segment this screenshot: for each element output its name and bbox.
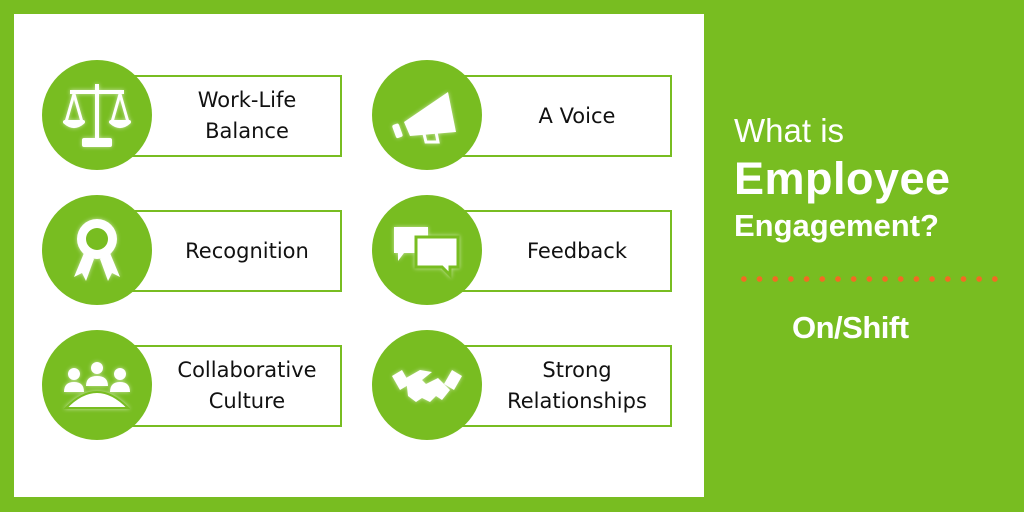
- dotted-divider: [736, 276, 1002, 282]
- headline-panel: What is Employee Engagement? On/Shift: [704, 0, 1024, 512]
- icon-circle: [42, 60, 152, 170]
- item-label: Feedback: [526, 238, 627, 263]
- headline-line2: Employee: [734, 153, 951, 204]
- icon-circle: [42, 195, 152, 305]
- scales-icon: [63, 84, 131, 147]
- onshift-logo: On/Shift: [792, 310, 909, 345]
- item-feedback: Feedback: [372, 195, 682, 305]
- award-ribbon-icon: [74, 219, 120, 281]
- item-label: Work-Life Balance: [197, 88, 297, 143]
- item-a-voice: A Voice: [372, 60, 682, 170]
- team-meeting-icon: [63, 362, 131, 409]
- label-box: Strong Relationships: [444, 345, 672, 427]
- headline-line1: What is: [734, 112, 845, 149]
- label-box: Recognition: [114, 210, 342, 292]
- label-box: Work-Life Balance: [114, 75, 342, 157]
- icon-circle: [42, 330, 152, 440]
- icon-circle: [372, 330, 482, 440]
- item-label: Strong Relationships: [507, 358, 647, 413]
- headline-line3: Engagement?: [734, 208, 939, 243]
- label-box: Feedback: [444, 210, 672, 292]
- item-recognition: Recognition: [42, 195, 352, 305]
- icon-circle: [372, 195, 482, 305]
- label-box: A Voice: [444, 75, 672, 157]
- megaphone-icon: [392, 92, 456, 144]
- speech-bubbles-icon: [394, 227, 460, 279]
- handshake-icon: [392, 370, 462, 402]
- item-label: Recognition: [185, 238, 309, 263]
- item-strong-relationships: Strong Relationships: [372, 330, 682, 440]
- icon-circle: [372, 60, 482, 170]
- item-label: A Voice: [538, 103, 616, 128]
- item-label: Collaborative Culture: [177, 358, 317, 413]
- item-collaborative-culture: Collaborative Culture: [42, 330, 352, 440]
- item-work-life-balance: Work-Life Balance: [42, 60, 352, 170]
